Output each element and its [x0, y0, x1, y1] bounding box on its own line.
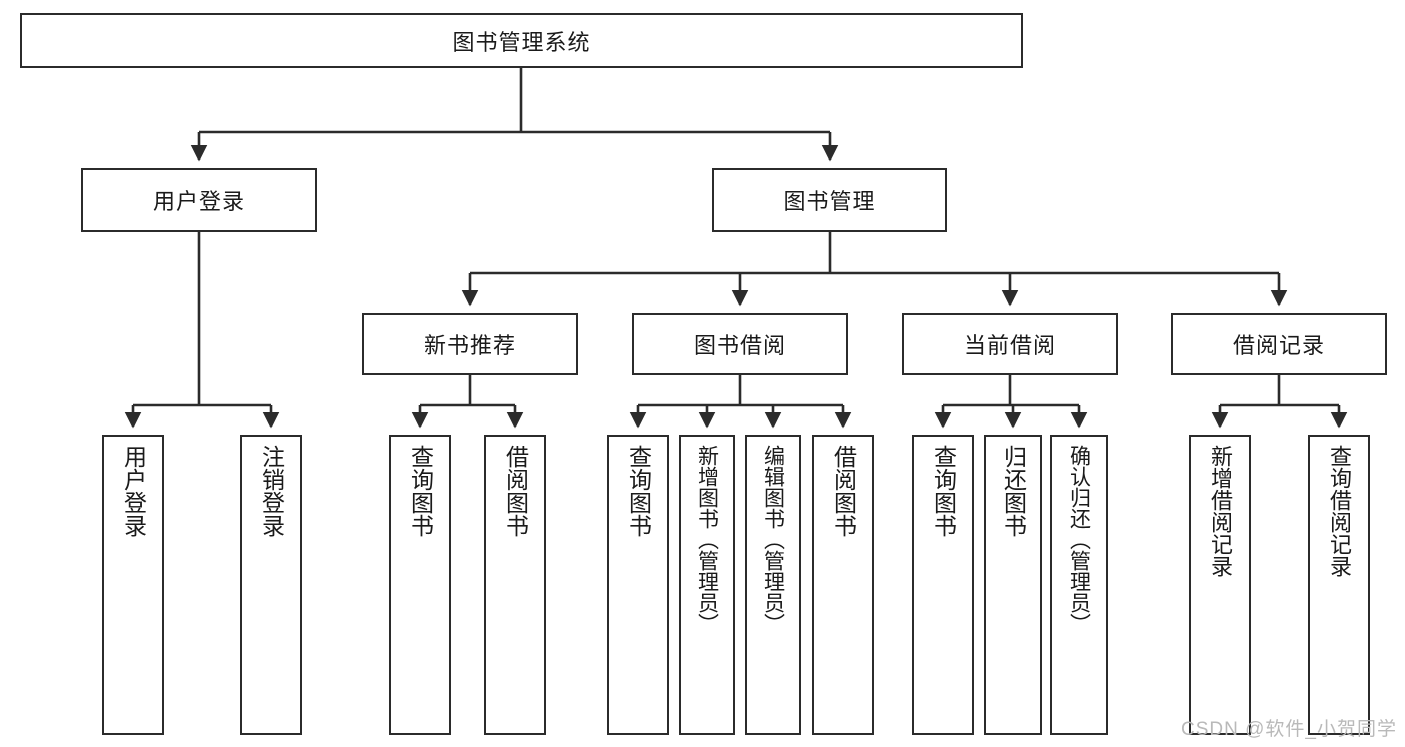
leaf-node[interactable]: 查询图书: [389, 435, 451, 735]
leaf-node[interactable]: 查询图书: [912, 435, 974, 735]
leaf-node[interactable]: 借阅图书: [812, 435, 874, 735]
node-user-login-label: 用户登录: [152, 189, 245, 214]
leaf-label: 注销登录: [258, 445, 285, 537]
leaf-label: 借阅图书: [502, 445, 529, 537]
leaf-label: 归还图书: [1000, 445, 1027, 537]
node-root[interactable]: 图书管理系统: [20, 13, 1023, 68]
node-new-book-recommend[interactable]: 新书推荐: [362, 313, 578, 375]
leaf-node[interactable]: 查询图书: [607, 435, 669, 735]
leaf-node[interactable]: 注销登录: [240, 435, 302, 735]
leaf-label: 查询借阅记录: [1327, 445, 1352, 577]
leaf-node[interactable]: 新增图书（管理员）: [679, 435, 735, 735]
leaf-label: 用户登录: [120, 445, 147, 537]
node-new-book-recommend-label: 新书推荐: [423, 333, 516, 358]
node-user-login[interactable]: 用户登录: [81, 168, 317, 232]
leaf-label: 新增图书（管理员）: [695, 445, 719, 634]
node-root-label: 图书管理系统: [452, 29, 591, 55]
leaf-node[interactable]: 查询借阅记录: [1308, 435, 1370, 735]
leaf-node[interactable]: 编辑图书（管理员）: [745, 435, 801, 735]
node-book-borrow-label: 图书借阅: [693, 333, 786, 358]
leaf-node[interactable]: 确认归还（管理员）: [1050, 435, 1108, 735]
edges-record-to-leaves: [1211, 375, 1348, 429]
node-book-management-label: 图书管理: [783, 189, 876, 214]
leaf-label: 确认归还（管理员）: [1067, 445, 1091, 634]
node-current-borrow-label: 当前借阅: [963, 333, 1056, 358]
leaf-node[interactable]: 新增借阅记录: [1189, 435, 1251, 735]
leaf-node[interactable]: 借阅图书: [484, 435, 546, 735]
leaf-node[interactable]: 归还图书: [984, 435, 1042, 735]
node-borrow-record-label: 借阅记录: [1232, 333, 1325, 358]
node-book-borrow[interactable]: 图书借阅: [632, 313, 848, 375]
leaf-label: 借阅图书: [830, 445, 857, 537]
leaf-label: 查询图书: [930, 445, 957, 537]
edges-newbook-to-leaves: [411, 375, 524, 429]
edges-level2-to-level3: [461, 232, 1288, 307]
leaf-label: 查询图书: [625, 445, 652, 537]
leaf-label: 新增借阅记录: [1208, 445, 1233, 577]
leaf-label: 查询图书: [407, 445, 434, 537]
edges-borrow-to-leaves: [629, 375, 852, 429]
watermark: CSDN @软件_小贺同学: [1181, 719, 1397, 740]
node-book-management[interactable]: 图书管理: [712, 168, 947, 232]
leaf-label: 编辑图书（管理员）: [761, 445, 785, 634]
node-current-borrow[interactable]: 当前借阅: [902, 313, 1118, 375]
edges-root-to-level2: [190, 68, 839, 162]
leaf-node[interactable]: 用户登录: [102, 435, 164, 735]
edges-current-to-leaves: [934, 375, 1088, 429]
edges-userlogin-to-leaves: [124, 232, 280, 429]
node-borrow-record[interactable]: 借阅记录: [1171, 313, 1387, 375]
